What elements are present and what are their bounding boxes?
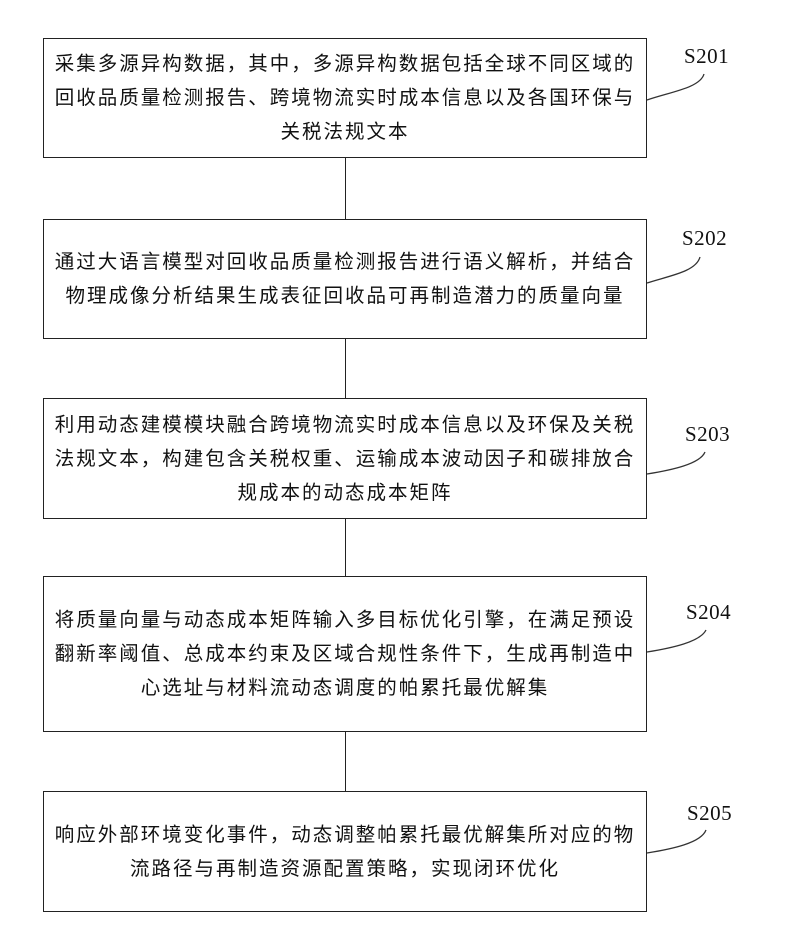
leader-line-s203 [647,452,705,474]
leader-line-s205 [647,830,706,853]
step-box-s205: 响应外部环境变化事件，动态调整帕累托最优解集所对应的物流路径与再制造资源配置策略… [43,791,647,912]
connector-s203-s204 [345,519,346,576]
step-box-s202: 通过大语言模型对回收品质量检测报告进行语义解析，并结合物理成像分析结果生成表征回… [43,219,647,339]
step-box-s201: 采集多源异构数据，其中，多源异构数据包括全球不同区域的回收品质量检测报告、跨境物… [43,38,647,158]
step-label-s204: S204 [686,600,731,625]
step-text-s203: 利用动态建模模块融合跨境物流实时成本信息以及环保及关税法规文本，构建包含关税权重… [54,408,636,510]
step-box-s203: 利用动态建模模块融合跨境物流实时成本信息以及环保及关税法规文本，构建包含关税权重… [43,398,647,519]
step-label-s202: S202 [682,226,727,251]
step-text-s205: 响应外部环境变化事件，动态调整帕累托最优解集所对应的物流路径与再制造资源配置策略… [54,818,636,886]
step-text-s202: 通过大语言模型对回收品质量检测报告进行语义解析，并结合物理成像分析结果生成表征回… [54,245,636,313]
connector-s201-s202 [345,158,346,219]
step-box-s204: 将质量向量与动态成本矩阵输入多目标优化引擎，在满足预设翻新率阈值、总成本约束及区… [43,576,647,732]
step-label-s201: S201 [684,44,729,69]
leader-line-s202 [647,257,700,283]
leader-line-s201 [647,74,704,100]
step-text-s201: 采集多源异构数据，其中，多源异构数据包括全球不同区域的回收品质量检测报告、跨境物… [54,47,636,149]
step-text-s204: 将质量向量与动态成本矩阵输入多目标优化引擎，在满足预设翻新率阈值、总成本约束及区… [54,603,636,705]
connector-s204-s205 [345,732,346,791]
connector-s202-s203 [345,339,346,398]
step-label-s205: S205 [687,801,732,826]
leader-line-s204 [647,630,706,652]
step-label-s203: S203 [685,422,730,447]
